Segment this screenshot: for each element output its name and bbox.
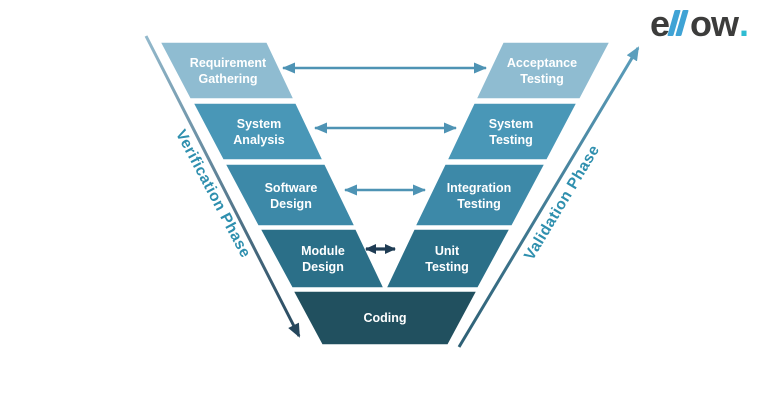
logo-text-e: e [649, 3, 670, 44]
step-label: System [237, 117, 281, 131]
step-label: Acceptance [507, 56, 577, 70]
step-unit-testing [384, 228, 512, 289]
left-step-labels: Requirement Gathering System Analysis So… [190, 56, 345, 274]
ellow-logo: e ow . [649, 3, 749, 44]
step-label: Gathering [198, 72, 257, 86]
logo-dot: . [738, 3, 749, 44]
step-label: Testing [489, 133, 533, 147]
step-label: Testing [425, 260, 469, 274]
step-integration-testing [413, 163, 547, 227]
step-coding [291, 290, 479, 346]
step-system-analysis [191, 102, 325, 161]
step-label: Design [302, 260, 344, 274]
step-label: Testing [457, 197, 501, 211]
verification-phase-arrow [144, 35, 301, 338]
step-module-design [258, 228, 386, 289]
step-label: Requirement [190, 56, 267, 70]
step-label-coding: Coding [363, 311, 406, 325]
validation-phase-arrow [457, 46, 640, 348]
logo-double-slash-icon [667, 10, 689, 37]
step-label: Design [270, 197, 312, 211]
step-acceptance-testing [474, 41, 612, 100]
logo-text-ow: ow [689, 3, 739, 44]
step-system-testing [445, 102, 579, 161]
step-label: Analysis [233, 133, 284, 147]
step-label: System [489, 117, 533, 131]
step-label: Software [265, 181, 318, 195]
right-step-labels: Acceptance Testing System Testing Integr… [425, 56, 577, 274]
step-requirement-gathering [158, 41, 296, 100]
step-label: Testing [520, 72, 564, 86]
step-software-design [223, 163, 357, 227]
step-label: Integration [447, 181, 512, 195]
step-label: Unit [435, 244, 460, 258]
step-label: Module [301, 244, 345, 258]
